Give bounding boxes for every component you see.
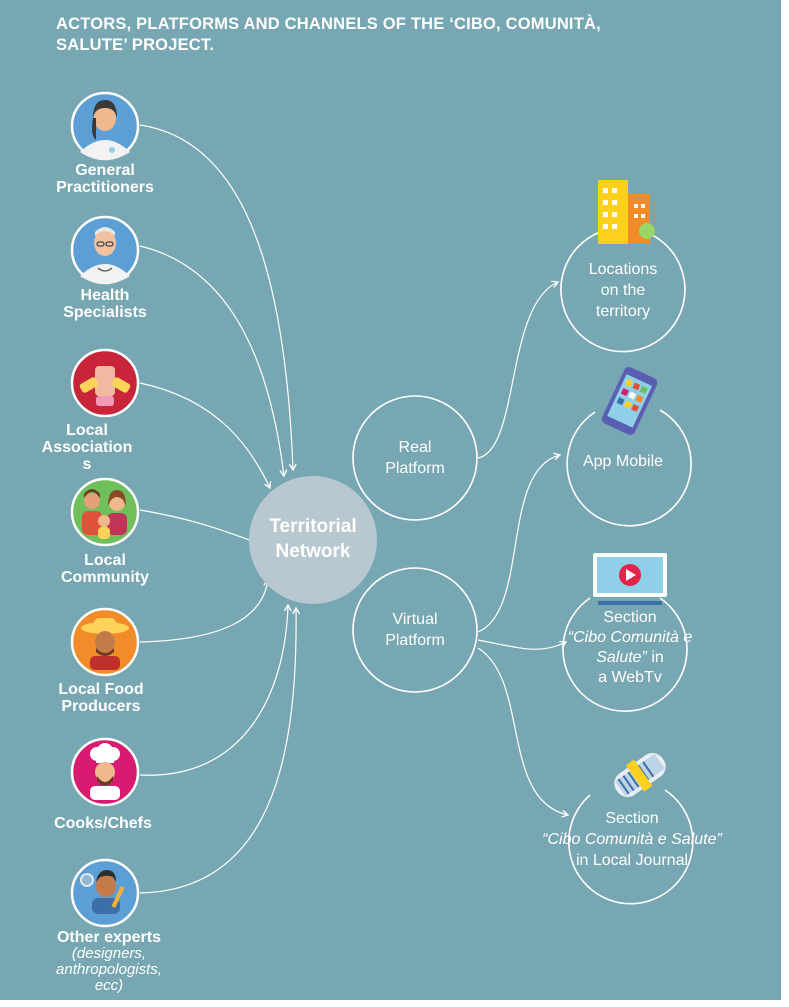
channel-label-line: Section xyxy=(605,810,659,827)
actor-label-line: Producers xyxy=(61,698,141,715)
platform-label-line: Virtual xyxy=(392,611,438,628)
connector-local-food-producers xyxy=(139,578,272,643)
actor-label-line: Cooks/Chefs xyxy=(54,815,152,832)
connector-local-associations xyxy=(139,382,272,490)
actor-connectors xyxy=(139,124,301,894)
buildings-icon xyxy=(598,180,655,244)
real-platform-node xyxy=(352,395,478,521)
actor-label-line: General xyxy=(75,162,135,179)
actor-label-line: s xyxy=(82,456,92,473)
platform-label-line: Platform xyxy=(385,632,445,649)
channel-label-mixed-line: Salute” in xyxy=(555,648,705,668)
channel-label-italic: “Cibo Comunità e Salute” xyxy=(542,831,722,848)
actor-local-community-label: Local Community xyxy=(30,552,180,586)
actor-local-associations-label: Local Association s xyxy=(12,422,162,473)
channel-label-italic: Salute” xyxy=(596,649,647,666)
territorial-network-label: Territorial Network xyxy=(248,514,378,564)
hub-label-line: Territorial xyxy=(269,516,357,537)
actor-label-subline: (designers, xyxy=(71,945,147,962)
actor-general-practitioners-label: General Practitioners xyxy=(30,162,180,196)
actor-label-line: Specialists xyxy=(63,304,147,321)
newspaper-icon xyxy=(614,753,666,797)
channel-label-italic: “Cibo Comunità e xyxy=(567,629,693,646)
app-mobile-node xyxy=(566,409,692,527)
chef-icon xyxy=(70,737,140,807)
connector-real-to-locations xyxy=(477,280,560,459)
actor-label-line: Association xyxy=(41,439,133,456)
actor-local-food-producers-label: Local Food Producers xyxy=(26,681,176,715)
tv-play-icon xyxy=(593,553,667,605)
diagram-title: ACTORS, PLATFORMS AND CHANNELS OF THE ‘C… xyxy=(56,14,736,56)
channel-label-line: a WebTv xyxy=(598,669,662,686)
actor-health-specialists-label: Health Specialists xyxy=(30,287,180,321)
channel-label-line: territory xyxy=(595,303,651,320)
actor-label-line: Health xyxy=(80,287,130,304)
locations-label: Locations on the territory xyxy=(568,259,678,322)
webtv-label: Section “Cibo Comunità e Salute” in a We… xyxy=(555,608,705,688)
channel-label-line: on the xyxy=(600,282,646,299)
channel-label-line: Section xyxy=(603,609,657,626)
actor-label-line: Local xyxy=(66,422,108,439)
channel-label-line: in Local Journal xyxy=(575,852,689,869)
webtv-node xyxy=(562,597,688,712)
designer-expert-icon xyxy=(70,858,140,928)
territorial-network-node xyxy=(249,476,377,604)
smartphone-icon xyxy=(601,366,658,435)
real-platform-label: Real Platform xyxy=(360,437,470,479)
actor-label-line: Community xyxy=(61,569,149,586)
farmer-producer-icon xyxy=(70,607,140,677)
journal-label: Section “Cibo Comunità e Salute” in Loca… xyxy=(512,808,752,871)
actor-other-experts-label: Other experts (designers, anthropologist… xyxy=(34,929,184,994)
connector-virtual-to-app xyxy=(477,452,562,633)
hands-association-icon xyxy=(70,348,140,418)
locations-node xyxy=(560,229,686,353)
actor-label-subline: anthropologists, xyxy=(56,961,162,978)
platform-label-line: Platform xyxy=(385,460,445,477)
actor-cooks-chefs-label: Cooks/Chefs xyxy=(28,815,178,832)
connector-local-community xyxy=(139,509,265,547)
title-line-1: ACTORS, PLATFORMS AND CHANNELS OF THE ‘C… xyxy=(56,15,601,33)
connector-general-practitioners xyxy=(139,124,297,472)
platform-label-line: Real xyxy=(398,439,432,456)
actor-label-line: Local xyxy=(84,552,126,569)
title-line-2: SALUTE’ PROJECT. xyxy=(56,36,215,54)
channel-label-line: Locations xyxy=(588,261,658,278)
actor-label-line: Practitioners xyxy=(56,179,154,196)
actor-label-subline: ecc) xyxy=(94,977,124,994)
connector-virtual-to-webtv xyxy=(477,639,568,650)
health-specialist-icon xyxy=(70,215,140,285)
channel-label-line: App Mobile xyxy=(582,453,664,470)
actor-label-line: Local Food xyxy=(58,681,144,698)
connector-virtual-to-journal xyxy=(477,647,570,818)
virtual-platform-node xyxy=(352,567,478,693)
connector-health-specialists xyxy=(139,245,288,478)
channel-label-tail: in xyxy=(646,649,664,666)
hub-label-line: Network xyxy=(275,541,351,562)
virtual-platform-label: Virtual Platform xyxy=(360,609,470,651)
app-mobile-label: App Mobile xyxy=(563,451,683,472)
connector-cooks-chefs xyxy=(139,603,292,776)
connector-other-experts xyxy=(139,606,301,894)
family-community-icon xyxy=(70,477,140,547)
doctor-icon xyxy=(70,91,140,161)
platform-connectors xyxy=(477,280,570,818)
actor-label-line: Other experts xyxy=(56,929,162,946)
journal-node xyxy=(567,789,694,905)
